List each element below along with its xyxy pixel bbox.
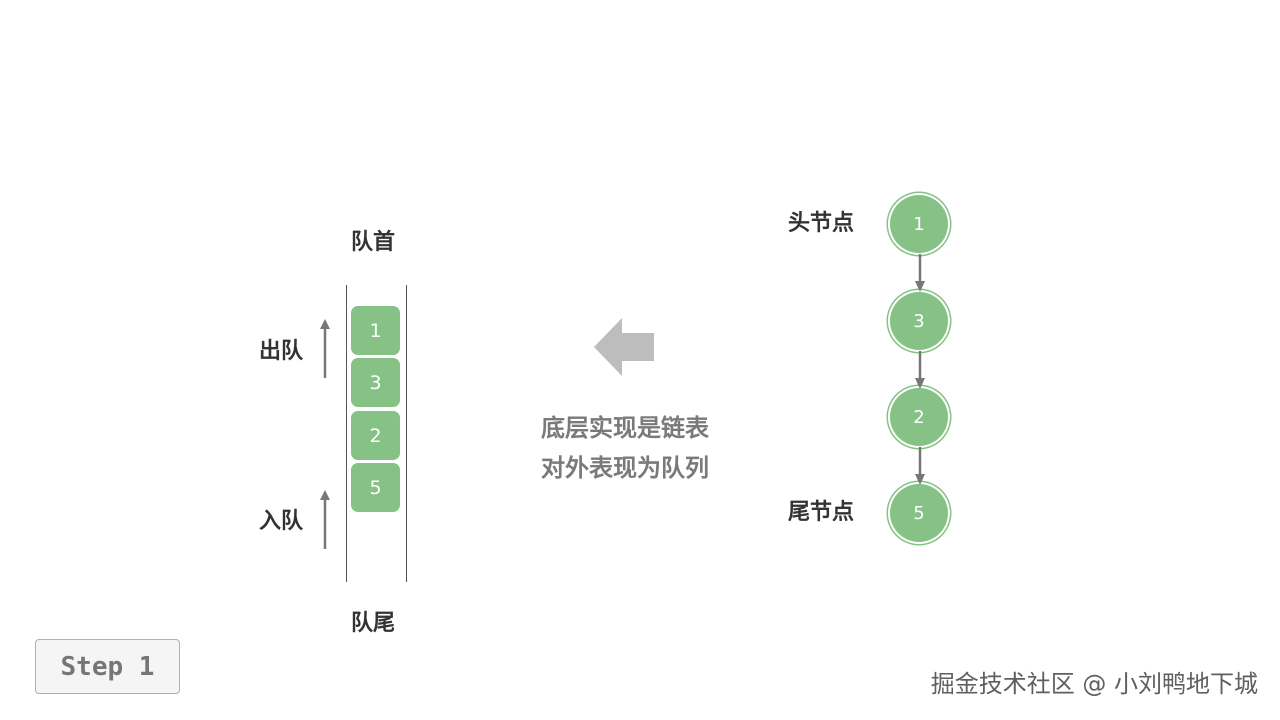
queue-head-label: 队首	[351, 230, 396, 255]
watermark-text: 掘金技术社区 @ 小刘鸭地下城	[930, 670, 1258, 698]
link-arrow-icon	[915, 254, 925, 292]
dequeue-arrow-icon	[320, 319, 330, 378]
link-arrow-icon	[915, 351, 925, 389]
list-node: 2	[890, 388, 948, 446]
list-node: 1	[890, 195, 948, 253]
queue-cell: 1	[351, 306, 400, 355]
tail-node-label: 尾节点	[788, 500, 855, 525]
list-node: 3	[890, 292, 948, 350]
enqueue-label: 入队	[259, 509, 304, 534]
queue-cell: 2	[351, 411, 400, 460]
list-node: 5	[890, 484, 948, 542]
queue-cell: 5	[351, 463, 400, 512]
center-text-line1: 底层实现是链表	[541, 414, 709, 442]
left-arrow-icon	[594, 318, 654, 376]
link-arrow-icon	[915, 447, 925, 485]
queue-left-wall	[346, 285, 347, 582]
dequeue-label: 出队	[259, 339, 304, 364]
enqueue-arrow-icon	[320, 490, 330, 549]
step-button[interactable]: Step 1	[35, 639, 180, 694]
center-text-line2: 对外表现为队列	[541, 454, 709, 482]
queue-right-wall	[406, 285, 407, 582]
queue-tail-label: 队尾	[351, 611, 396, 636]
head-node-label: 头节点	[788, 211, 855, 236]
queue-cell: 3	[351, 358, 400, 407]
